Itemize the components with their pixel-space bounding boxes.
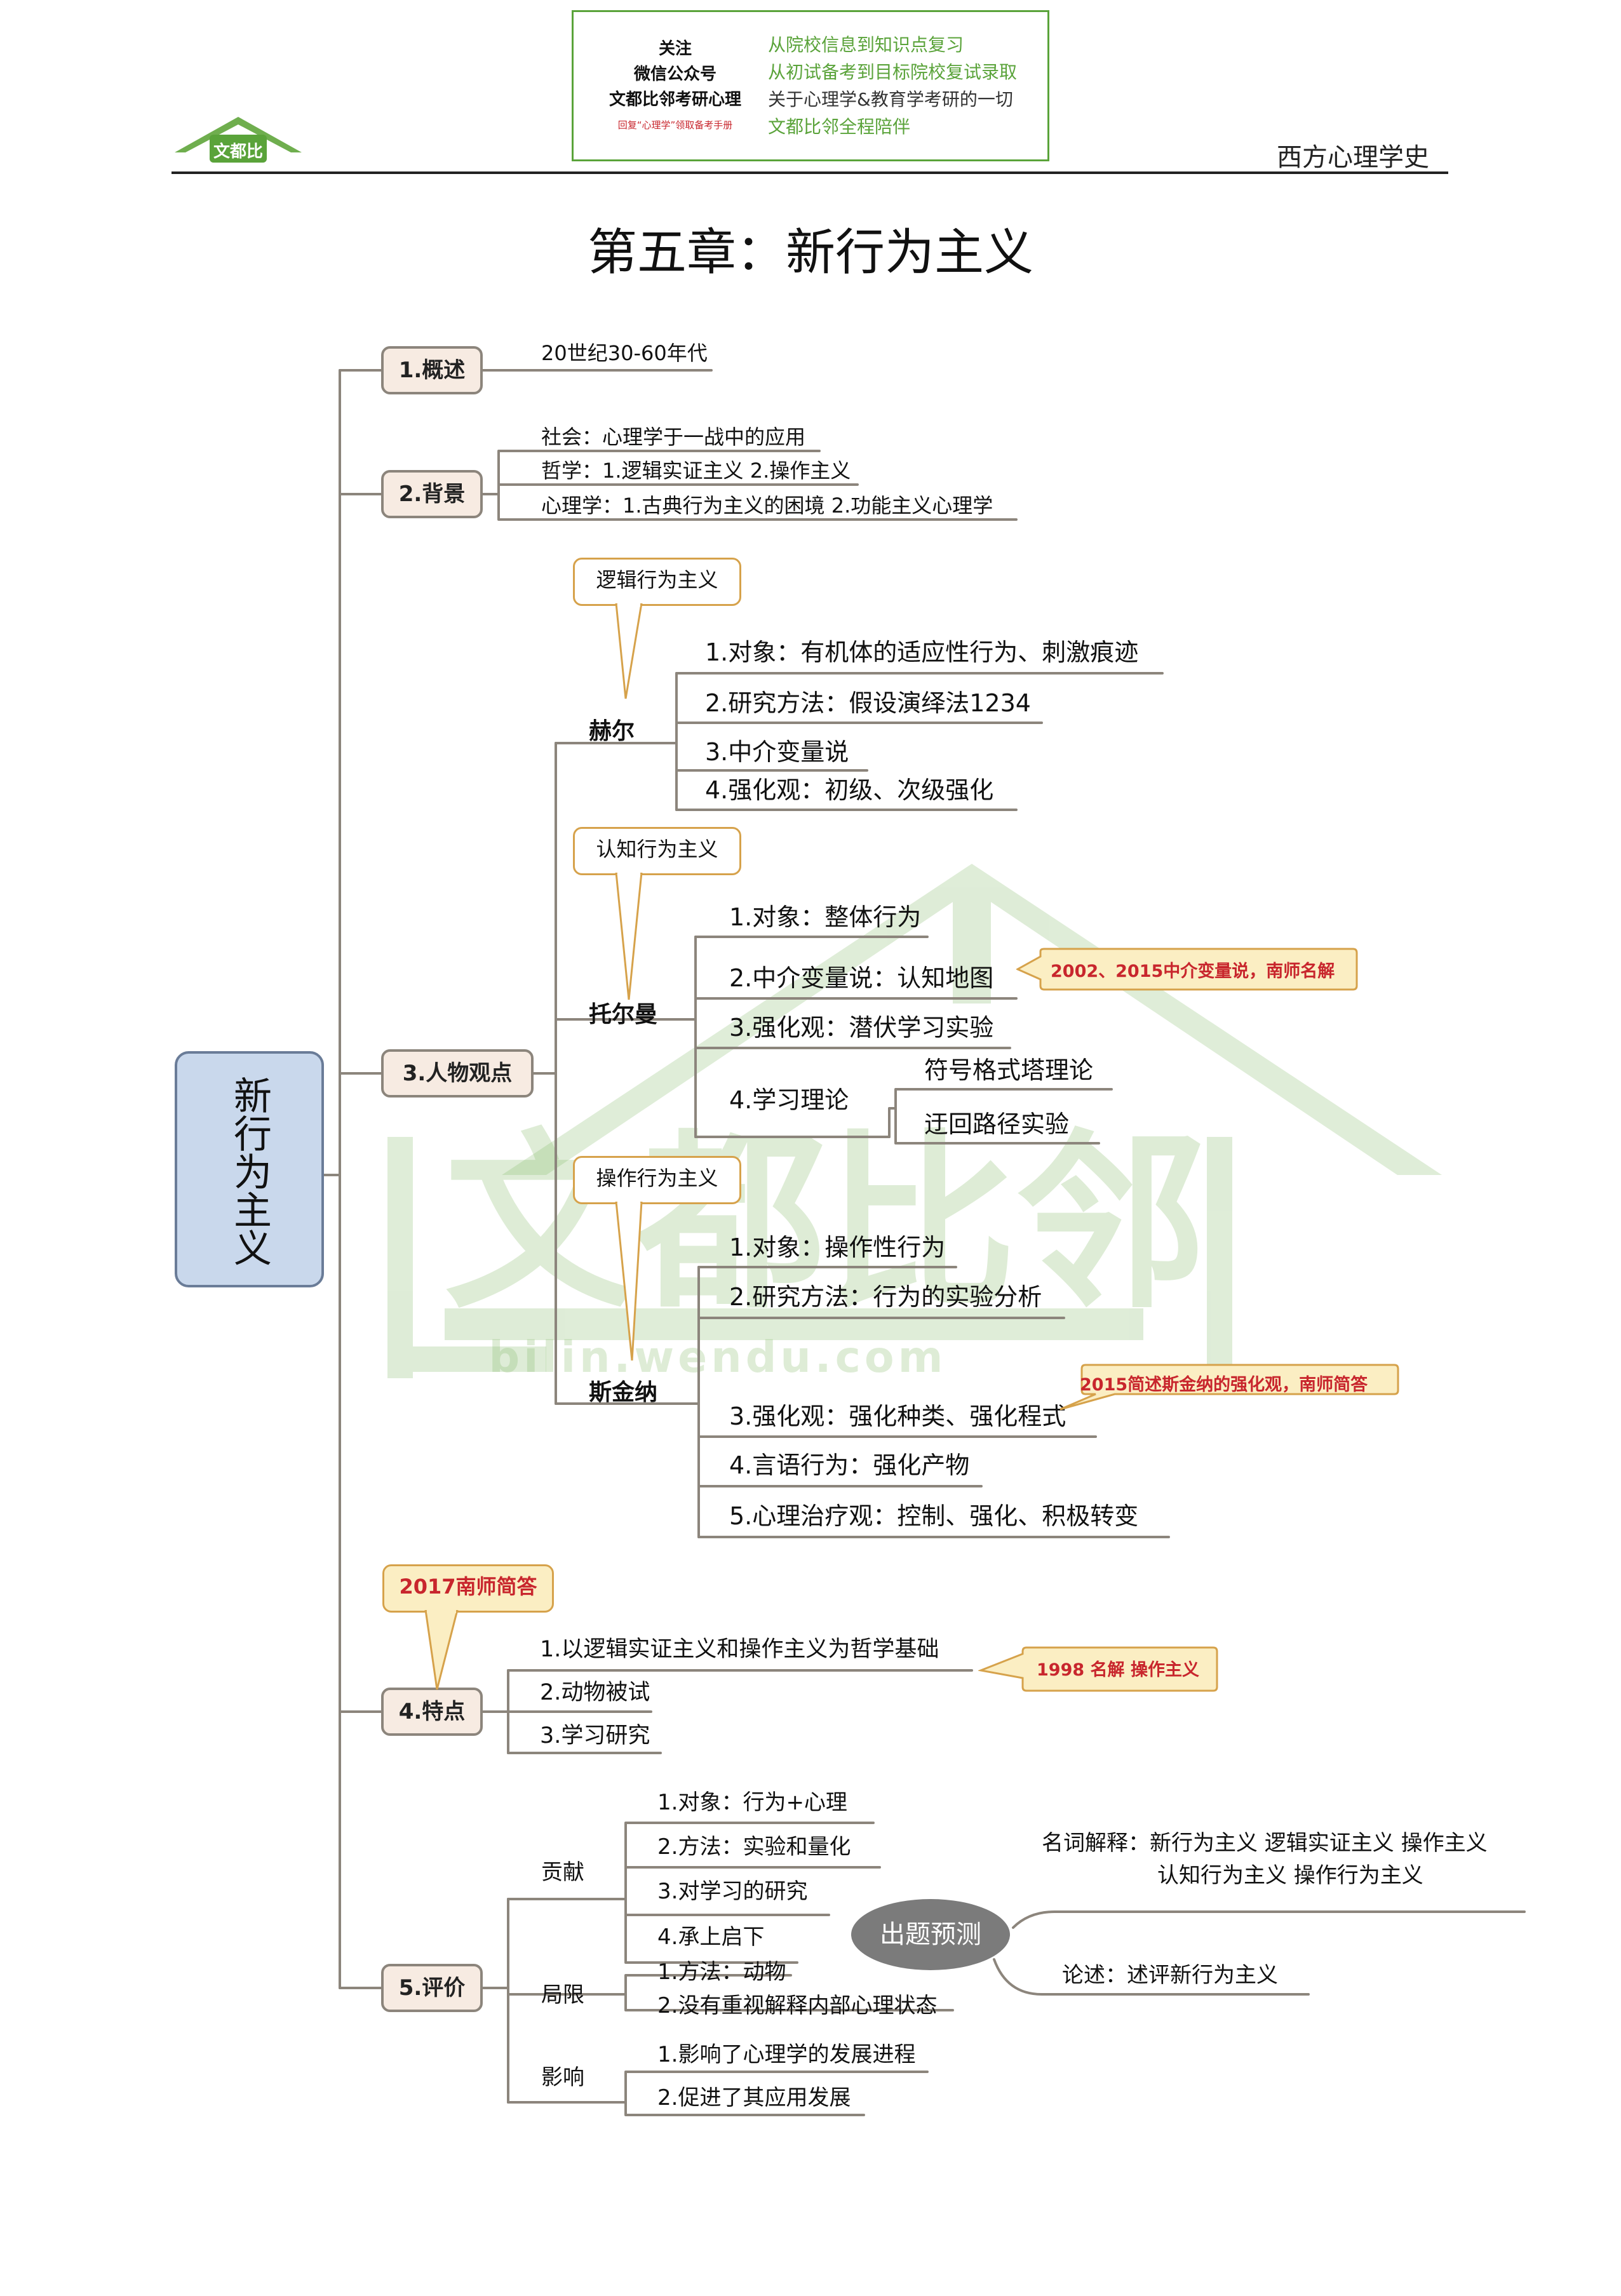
features-exam-tag: 1998 名解 操作主义	[1037, 1660, 1199, 1680]
promo-account: 文都比邻考研心理	[609, 90, 741, 109]
hull-item-2: 2.研究方法：假设演绎法1234	[705, 689, 1031, 717]
section-features: 4.特点	[381, 1688, 483, 1736]
logo-text: 文都比邻	[213, 142, 263, 185]
callout-pointer	[615, 873, 643, 1000]
background-item-psychology: 心理学：1.古典行为主义的困境 2.功能主义心理学	[541, 493, 993, 518]
section-background: 2.背景	[381, 470, 483, 518]
header-rule	[172, 171, 1448, 174]
feature-item-3: 3.学习研究	[540, 1723, 650, 1749]
page-title: 第五章：新行为主义	[587, 224, 1033, 281]
influence-item-1: 1.影响了心理学的发展进程	[657, 2042, 916, 2067]
watermark-url: bilin.wendu.com	[489, 1333, 947, 1383]
tag-callout-tolman	[1016, 948, 1358, 991]
callout-tolman-school: 认知行为主义	[573, 827, 741, 875]
skinner-item-4: 4.言语行为：强化产物	[729, 1451, 970, 1479]
skinner-exam-tag: 2015简述斯金纳的强化观，南师简答	[1080, 1375, 1368, 1395]
eval-contribution: 贡献	[541, 1860, 584, 1885]
influence-item-2: 2.促进了其应用发展	[657, 2085, 851, 2111]
promo-box: 关注 微信公众号 文都比邻考研心理 回复“心理学”领取备考手册 从院校信息到知识…	[572, 10, 1049, 161]
hull-item-3: 3.中介变量说	[705, 738, 849, 766]
eval-influence: 影响	[541, 2065, 584, 2090]
figure-skinner: 斯金纳	[589, 1380, 658, 1406]
skinner-item-2: 2.研究方法：行为的实验分析	[729, 1283, 1042, 1311]
contribution-item-4: 4.承上启下	[657, 1924, 765, 1950]
promo-line-3: 关于心理学&教育学考研的一切	[768, 89, 1013, 110]
prediction-essay: 论述：述评新行为主义	[1062, 1963, 1278, 1988]
watermark-house-icon	[387, 864, 1442, 1378]
eval-limits: 局限	[541, 1982, 584, 2008]
contribution-item-1: 1.对象：行为+心理	[657, 1790, 847, 1815]
limits-item-2: 2.没有重视解释内部心理状态	[657, 1993, 938, 2018]
feature-item-2: 2.动物被试	[540, 1680, 650, 1705]
overview-item: 20世纪30-60年代	[541, 341, 708, 365]
tolman-theory-2: 迂回路径实验	[924, 1110, 1070, 1138]
callout-hull-school: 逻辑行为主义	[573, 558, 741, 606]
contribution-item-3: 3.对学习的研究	[657, 1879, 808, 1904]
tolman-item-1: 1.对象：整体行为	[729, 903, 922, 931]
section-figures: 3.人物观点	[381, 1049, 534, 1098]
callout-skinner-school: 操作行为主义	[573, 1156, 741, 1204]
tag-callout-skinner	[1059, 1364, 1399, 1411]
figure-hull: 赫尔	[589, 718, 635, 744]
promo-line-1: 从院校信息到知识点复习	[768, 34, 964, 55]
tolman-exam-tag: 2002、2015中介变量说，南师名解	[1051, 962, 1335, 981]
skinner-item-3: 3.强化观：强化种类、强化程式	[729, 1402, 1066, 1430]
watermark-text: 文都比邻	[445, 1113, 1207, 1334]
promo-wechat: 微信公众号	[633, 65, 716, 84]
figure-tolman: 托尔曼	[589, 1002, 658, 1028]
callout-pointer	[615, 603, 643, 699]
house-logo-icon	[175, 117, 302, 163]
root-label: 新行为主义	[227, 1076, 272, 1266]
section-evaluation: 5.评价	[381, 1964, 483, 2012]
hull-item-1: 1.对象：有机体的适应性行为、刺激痕迹	[705, 638, 1139, 666]
promo-line-4: 文都比邻全程陪伴	[768, 116, 911, 137]
prediction-terms-1: 名词解释：新行为主义 逻辑实证主义 操作主义	[1042, 1830, 1488, 1856]
callout-features-exam: 2017南师简答	[382, 1564, 554, 1613]
skinner-item-1: 1.对象：操作性行为	[729, 1233, 946, 1261]
background-item-society: 社会：心理学于一战中的应用	[541, 425, 806, 449]
skinner-item-5: 5.心理治疗观：控制、强化、积极转变	[729, 1502, 1139, 1530]
logo: 文都比邻	[172, 114, 305, 185]
background-item-philosophy: 哲学：1.逻辑实证主义 2.操作主义	[541, 459, 851, 483]
promo-note: 回复“心理学”领取备考手册	[617, 119, 733, 131]
feature-item-1: 1.以逻辑实证主义和操作主义为哲学基础	[540, 1637, 939, 1662]
prediction-terms-2: 认知行为主义 操作行为主义	[1157, 1863, 1423, 1888]
section-overview: 1.概述	[381, 346, 483, 394]
prediction-badge: 出题预测	[851, 1899, 1010, 1970]
root-node: 新行为主义	[175, 1051, 324, 1287]
contribution-item-2: 2.方法：实验和量化	[657, 1834, 851, 1860]
callout-pointer	[615, 1202, 643, 1361]
promo-line-2: 从初试备考到目标院校复试录取	[768, 62, 1018, 83]
callout-pointer	[424, 1610, 459, 1690]
hull-item-4: 4.强化观：初级、次级强化	[705, 776, 994, 804]
tolman-item-2: 2.中介变量说：认知地图	[729, 964, 994, 992]
limits-item-1: 1.方法：动物	[657, 1959, 786, 1985]
tolman-item-3: 3.强化观：潜伏学习实验	[729, 1014, 994, 1042]
tag-callout-features	[978, 1646, 1218, 1692]
tolman-item-4: 4.学习理论	[729, 1086, 849, 1114]
subject-label: 西方心理学史	[1277, 143, 1429, 172]
tolman-theory-1: 符号格式塔理论	[924, 1056, 1094, 1084]
promo-follow: 关注	[658, 39, 692, 58]
